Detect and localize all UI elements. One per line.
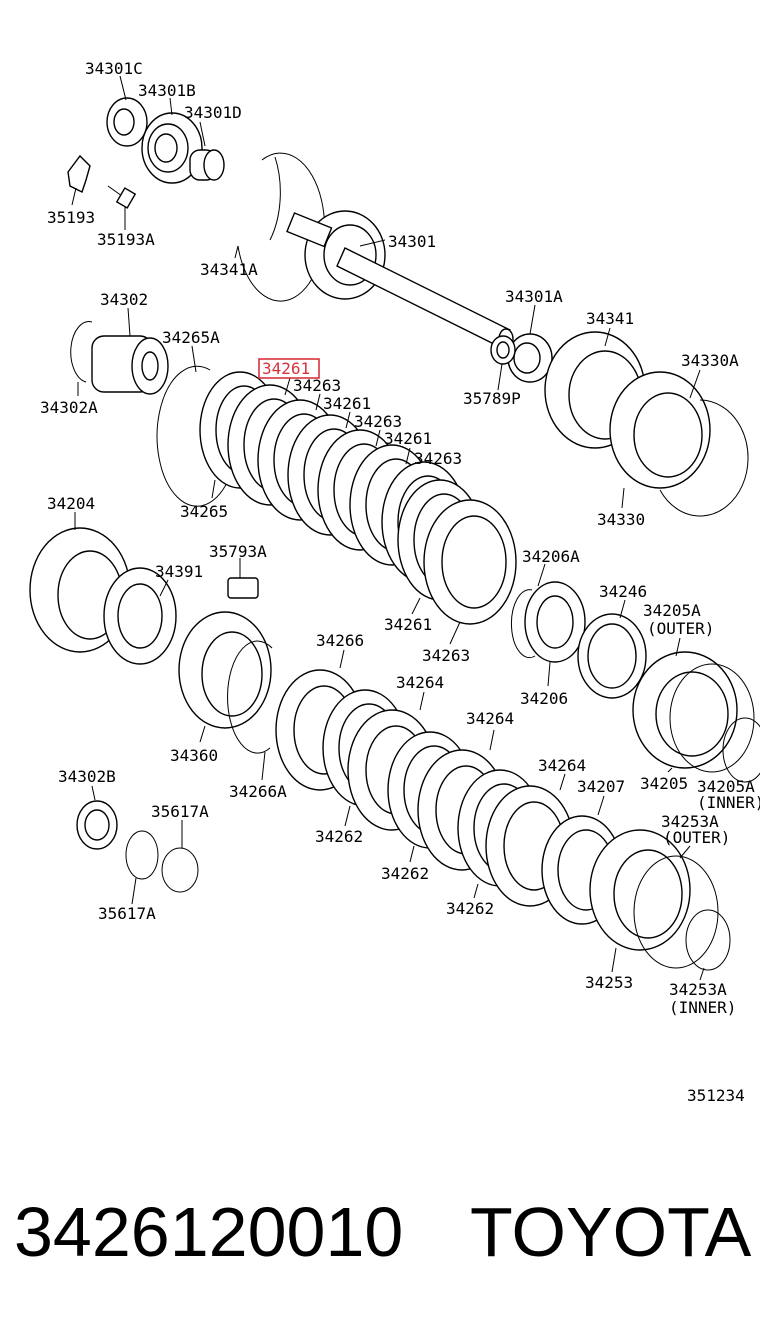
label-34253A-inner-sub: (INNER): [669, 998, 736, 1017]
label-34266A[interactable]: 34266A: [229, 782, 287, 801]
label-34301A[interactable]: 34301A: [505, 287, 563, 306]
part-34330[interactable]: [609, 371, 711, 489]
label-34261-highlighted[interactable]: 34261: [262, 359, 310, 378]
label-34262-b[interactable]: 34262: [381, 864, 429, 883]
part-35789P[interactable]: [490, 335, 516, 365]
label-34253[interactable]: 34253: [585, 973, 633, 992]
footer: 3426120010 TOYOTA: [14, 1193, 752, 1271]
label-34205A-inner[interactable]: 34205A: [697, 777, 755, 796]
drawing-lower: [29, 527, 731, 971]
label-34246[interactable]: 34246: [599, 582, 647, 601]
diagram-code: 351234: [687, 1086, 745, 1105]
label-34341A[interactable]: 34341A: [200, 260, 258, 279]
drawing-middle: [70, 321, 760, 783]
label-34265A[interactable]: 34265A: [162, 328, 220, 347]
label-34262-a[interactable]: 34262: [315, 827, 363, 846]
label-34205[interactable]: 34205: [640, 774, 688, 793]
part-35617A-a[interactable]: [125, 830, 159, 880]
label-34262-c[interactable]: 34262: [446, 899, 494, 918]
part-34205A-inner[interactable]: [722, 717, 760, 783]
label-34301C[interactable]: 34301C: [85, 59, 143, 78]
label-34261-d[interactable]: 34261: [384, 615, 432, 634]
part-34302A[interactable]: [70, 321, 93, 383]
part-labels: 34301C 34301B 34301D 35193 35193A 34341A…: [40, 59, 760, 1105]
label-34266[interactable]: 34266: [316, 631, 364, 650]
label-35193A[interactable]: 35193A: [97, 230, 155, 249]
label-35789P[interactable]: 35789P: [463, 389, 521, 408]
label-35617A-b[interactable]: 35617A: [98, 904, 156, 923]
label-34204[interactable]: 34204: [47, 494, 95, 513]
part-34301A[interactable]: [507, 333, 553, 383]
label-34206[interactable]: 34206: [520, 689, 568, 708]
label-34263-c[interactable]: 34263: [414, 449, 462, 468]
label-34263-a[interactable]: 34263: [293, 376, 341, 395]
label-34261-c[interactable]: 34261: [384, 429, 432, 448]
label-34330[interactable]: 34330: [597, 510, 645, 529]
label-34302A[interactable]: 34302A: [40, 398, 98, 417]
part-34360[interactable]: [178, 611, 272, 729]
footer-brand: TOYOTA: [470, 1193, 752, 1271]
part-34253[interactable]: [589, 829, 691, 951]
label-35793A[interactable]: 35793A: [209, 542, 267, 561]
part-34246[interactable]: [577, 613, 647, 699]
label-34301B[interactable]: 34301B: [138, 81, 196, 100]
highlight-box-34261: [258, 358, 320, 379]
label-34391[interactable]: 34391: [155, 562, 203, 581]
label-34206A[interactable]: 34206A: [522, 547, 580, 566]
part-34330A[interactable]: [659, 399, 749, 517]
drawing-top: [67, 97, 749, 517]
part-34205A-outer[interactable]: [669, 663, 755, 773]
label-34261-b[interactable]: 34261: [323, 394, 371, 413]
footer-part-number: 3426120010: [14, 1193, 403, 1271]
part-34206[interactable]: [524, 581, 586, 663]
part-34301B[interactable]: [141, 112, 203, 184]
part-34391[interactable]: [103, 567, 177, 665]
label-34360[interactable]: 34360: [170, 746, 218, 765]
label-34205A-outer-sub: (OUTER): [647, 619, 714, 638]
part-34302[interactable]: [91, 335, 169, 395]
part-35193A[interactable]: [107, 185, 137, 209]
part-35193[interactable]: [67, 154, 91, 193]
part-34253A-outer[interactable]: [633, 855, 719, 969]
label-34301[interactable]: 34301: [388, 232, 436, 251]
label-34302[interactable]: 34302: [100, 290, 148, 309]
label-34264-c[interactable]: 34264: [538, 756, 586, 775]
label-34302B[interactable]: 34302B: [58, 767, 116, 786]
label-34301D[interactable]: 34301D: [184, 103, 242, 122]
part-34301C[interactable]: [106, 97, 148, 147]
label-34263-b[interactable]: 34263: [354, 412, 402, 431]
label-34341[interactable]: 34341: [586, 309, 634, 328]
part-35793A[interactable]: [227, 577, 259, 599]
label-34253A-inner[interactable]: 34253A: [669, 980, 727, 999]
label-35617A-a[interactable]: 35617A: [151, 802, 209, 821]
part-34265A[interactable]: [156, 365, 231, 507]
label-34207[interactable]: 34207: [577, 777, 625, 796]
label-34253A-outer-sub: (OUTER): [663, 828, 730, 847]
label-35193[interactable]: 35193: [47, 208, 95, 227]
part-34253A-inner[interactable]: [685, 909, 731, 971]
label-34205A-inner-sub: (INNER): [697, 793, 760, 812]
part-34263-d[interactable]: [423, 499, 517, 625]
label-34253A-outer[interactable]: 34253A: [661, 812, 719, 831]
label-34265[interactable]: 34265: [180, 502, 228, 521]
part-34301D[interactable]: [189, 149, 225, 181]
label-34330A[interactable]: 34330A: [681, 351, 739, 370]
label-34205A-outer[interactable]: 34205A: [643, 601, 701, 620]
part-34205[interactable]: [632, 651, 738, 769]
part-34206A[interactable]: [510, 589, 536, 659]
label-34263-d[interactable]: 34263: [422, 646, 470, 665]
label-34264-b[interactable]: 34264: [466, 709, 514, 728]
label-34264-a[interactable]: 34264: [396, 673, 444, 692]
part-35617A-b[interactable]: [161, 847, 199, 893]
leader-lines: [71, 75, 705, 981]
part-34302B[interactable]: [76, 800, 118, 850]
part-34266A[interactable]: [227, 640, 273, 754]
